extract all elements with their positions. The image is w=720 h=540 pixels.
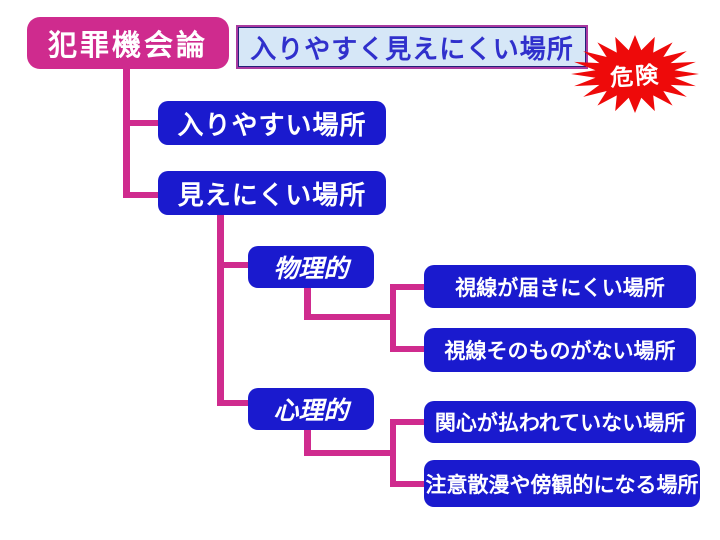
connector-branch-sightline-2: [396, 346, 426, 352]
leaf-no-attention-paid: 関心が払われていない場所: [424, 401, 696, 443]
connector-branch-attention-2: [396, 481, 426, 487]
danger-badge: 危険: [570, 34, 700, 114]
connector-physical-drop: [304, 286, 311, 320]
connector-psychological-drop: [304, 428, 311, 456]
root-node-crime-opportunity-theory: 犯罪機会論: [27, 17, 229, 69]
node-easy-entry-place: 入りやすい場所: [158, 101, 386, 145]
node-hard-to-see-place: 見えにくい場所: [158, 171, 386, 215]
connector-branch-psychological: [217, 400, 251, 406]
connector-branch-easy-entry: [123, 120, 161, 126]
connector-branch-hard-to-see: [123, 192, 161, 198]
starburst-icon: [571, 35, 699, 113]
connector-branch-attention-1: [396, 419, 426, 425]
connector-branch-physical: [217, 262, 251, 268]
connector-psychological-elbow: [304, 450, 396, 456]
leaf-sightline-hard-to-reach: 視線が届きにくい場所: [424, 265, 696, 308]
connector-root-vertical: [123, 68, 130, 198]
connector-branch-sightline-1: [396, 284, 426, 290]
leaf-distracted-bystander: 注意散漫や傍観的になる場所: [424, 460, 700, 507]
danger-badge-label: 危険: [609, 61, 661, 91]
connector-hard-to-see-vertical: [217, 212, 224, 406]
node-psychological: 心理的: [248, 388, 374, 430]
connector-physical-bracket: [390, 284, 396, 352]
connector-psychological-bracket: [390, 419, 396, 487]
leaf-no-sightline-at-all: 視線そのものがない場所: [424, 328, 696, 372]
connector-physical-elbow: [304, 314, 396, 320]
title-banner: 入りやすく見えにくい場所: [236, 25, 588, 69]
node-physical: 物理的: [248, 246, 374, 288]
